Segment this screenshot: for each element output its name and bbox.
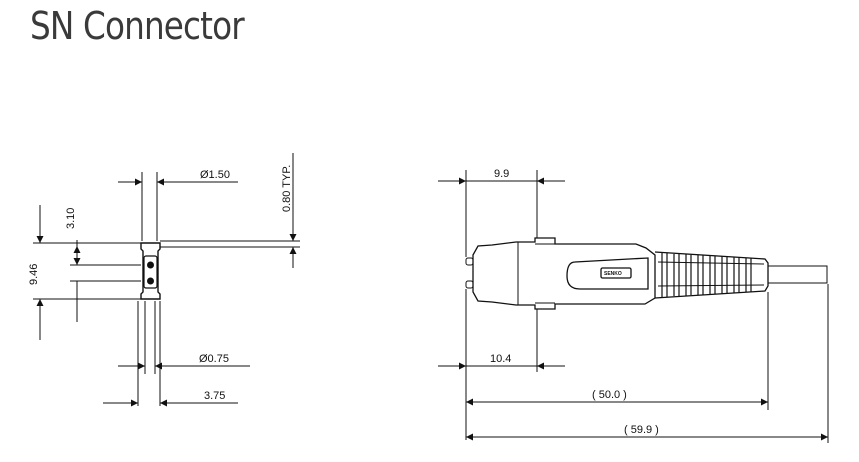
boot-ribs: [661, 253, 752, 297]
side-view: [438, 170, 829, 443]
front-ferrule-housing: [143, 255, 158, 289]
dim-length-59: ( 59.9 ): [624, 424, 659, 436]
dim-diameter-top: Ø1.50: [200, 169, 230, 181]
dim-bottom-length: 10.4: [490, 353, 511, 365]
dim-height-total: 9.46: [28, 264, 40, 285]
dim-typ: 0.80 TYP.: [281, 165, 293, 212]
front-housing: [472, 237, 656, 310]
front-connector-outline: [140, 242, 161, 300]
page-title: SN Connector: [30, 4, 245, 48]
ferrule-tip-bottom: [465, 280, 474, 289]
dim-height-upper: 3.10: [65, 208, 77, 229]
dim-top-length: 9.9: [494, 168, 509, 180]
dim-diameter-bottom: Ø0.75: [199, 353, 229, 365]
front-view: [33, 153, 300, 407]
pull-tab: [566, 257, 649, 290]
dim-width: 3.75: [204, 390, 225, 402]
brand-label: SENKO: [604, 271, 622, 277]
ferrule-hole-bottom: [147, 277, 154, 285]
cable: [767, 265, 828, 284]
brand-label-box: [600, 267, 632, 279]
ferrule-tip-top: [465, 257, 474, 266]
ferrule-hole-top: [147, 261, 154, 269]
dim-length-50: ( 50.0 ): [592, 389, 627, 401]
